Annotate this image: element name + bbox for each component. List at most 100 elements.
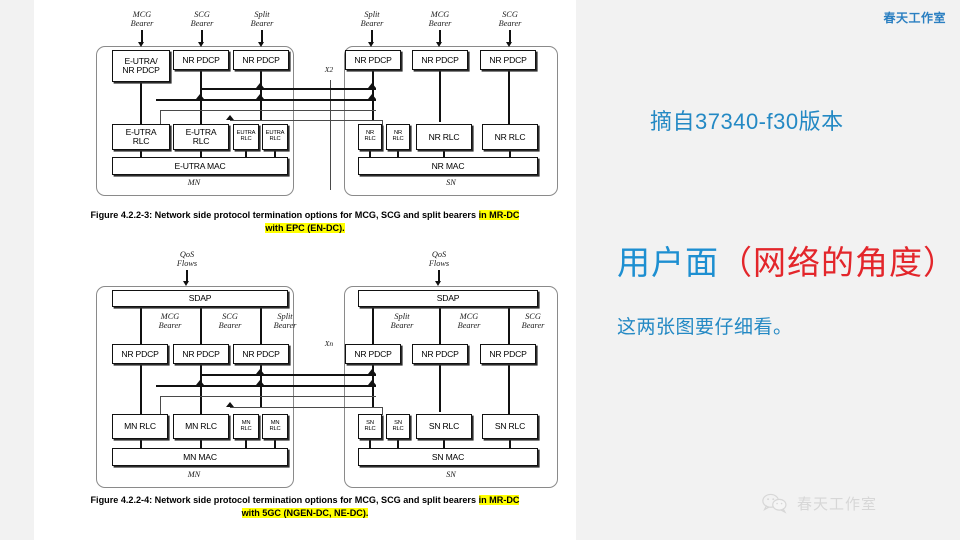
fig2-merge-arrow [226,402,234,407]
fig1-split-link [382,120,384,130]
fig1-arrow-head [138,42,144,47]
figure2-caption-highlight-1: in MR-DC [478,495,520,505]
fig2-link [397,439,399,448]
fig2-link [369,439,371,448]
figure1-caption-text: Figure 4.2.2-3: Network side protocol te… [90,210,479,220]
figure-4-2-2-4: QoS Flows QoS Flows Xn SDAP SDAP [34,244,576,540]
fig1-sn-pdcp-1: NR PDCP [412,50,468,70]
fig2-link [200,307,202,345]
fig1-mn-bearer-label-2: Split Bearer [250,10,274,29]
page-title-emphasis: （网络的角度） [719,244,957,281]
fig1-link [140,150,142,158]
fig2-mn-pdcp-0: NR PDCP [112,344,168,364]
fig1-link [200,150,202,158]
fig1-mn-pdcp-1: NR PDCP [173,50,229,70]
fig1-merge-arrow [256,83,264,88]
fig2-sn-mac: SN MAC [358,448,538,466]
fig1-link [508,70,510,124]
fig1-sn-bearer-label-2: SCG Bearer [498,10,522,29]
fig1-arrow-line [439,30,441,44]
watermark-text: 春天工作室 [797,495,878,513]
fig1-arrow-head [198,42,204,47]
fig1-sn-rlc-1: NR RLC [386,124,410,150]
fig1-sn-label: SN [446,178,456,187]
fig1-arrow-head [436,42,442,47]
figure1-caption-highlight-1: in MR-DC [478,210,520,220]
fig1-sn-pdcp-2: NR PDCP [480,50,536,70]
fig2-arrow-head [435,281,441,286]
fig1-split-link [160,110,162,126]
watermark: 春天工作室 [762,492,877,514]
fig1-mn-rlc-2: EUTRA RLC [233,124,259,150]
fig1-link [369,150,371,158]
fig1-split-link [230,120,382,122]
fig2-sn-pdcp-1: NR PDCP [412,344,468,364]
figure-4-2-2-3: MCG Bearer SCG Bearer Split Bearer Split… [34,0,576,244]
fig2-sn-rlc-1: SN RLC [386,414,410,439]
fig1-arrow-head [258,42,264,47]
fig1-mn-pdcp-2: NR PDCP [233,50,289,70]
fig1-sn-pdcp-0: NR PDCP [345,50,401,70]
fig1-mn-bearer-label-0: MCG Bearer [130,10,154,29]
source-reference-text: 摘自37340-f30版本 [650,109,844,134]
fig1-sn-rlc-0: NR RLC [358,124,382,150]
fig2-merge-arrow [256,369,264,374]
fig1-link [140,82,142,124]
fig2-link [260,307,262,345]
fig2-link [509,439,511,448]
fig2-link [140,364,142,414]
fig2-arrow-line [186,270,188,283]
fig1-merge-arrow [196,94,204,99]
fig2-sn-bearer-label-0: Split Bearer [390,312,414,331]
fig2-sn-node-group [344,286,558,488]
fig1-link [439,70,441,122]
fig1-link [397,150,399,158]
fig1-mn-rlc-0: E-UTRA RLC [112,124,170,150]
fig2-sn-qos-label: QoS Flows [428,250,450,269]
fig2-sn-pdcp-0: NR PDCP [345,344,401,364]
fig1-sn-rlc-3: NR RLC [482,124,538,150]
figure2-caption-text: Figure 4.2.2-4: Network side protocol te… [90,495,479,505]
fig2-split-link [160,396,376,398]
fig1-sn-rlc-2: NR RLC [416,124,472,150]
figure-panel: MCG Bearer SCG Bearer Split Bearer Split… [34,0,576,540]
fig1-mn-bearer-label-1: SCG Bearer [190,10,214,29]
fig2-mn-rlc-3: MN RLC [262,414,288,439]
fig2-mn-mac: MN MAC [112,448,288,466]
fig1-sn-mac: NR MAC [358,157,538,175]
page-title-main: 用户面 [617,244,719,281]
fig2-arrow-line [438,270,440,283]
fig2-mn-node-group [96,286,294,488]
fig2-mn-bearer-label-0: MCG Bearer [158,312,182,331]
fig2-mn-label: MN [187,470,201,479]
fig2-split-link [200,374,376,376]
fig2-sn-label: SN [446,470,456,479]
fig2-link [372,307,374,345]
fig2-mn-bearer-label-1: SCG Bearer [218,312,242,331]
figure2-caption-highlight-2: with 5GC (NGEN-DC, NE-DC). [241,508,369,519]
fig1-sn-bearer-label-1: MCG Bearer [428,10,452,29]
fig1-split-link [200,88,376,90]
fig2-xn-interface-label: Xn [324,339,334,348]
fig1-mn-rlc-3: EUTRA RLC [262,124,288,150]
fig2-split-link [230,407,382,409]
fig2-split-link [382,407,384,415]
fig1-link [509,150,511,158]
fig2-link [274,439,276,448]
figure2-caption: Figure 4.2.2-4: Network side protocol te… [40,494,570,520]
fig2-link [140,307,142,345]
fig1-arrow-line [371,30,373,44]
fig2-link [140,439,142,448]
fig1-mn-pdcp-0: E-UTRA/ NR PDCP [112,50,170,82]
fig1-arrow-line [261,30,263,44]
fig2-mn-bearer-label-2: Split Bearer [273,312,297,331]
fig2-link [508,364,510,414]
fig1-arrow-line [201,30,203,44]
fig1-arrow-head [506,42,512,47]
figure1-caption-highlight-2: with EPC (EN-DC). [265,223,345,234]
fig1-merge-arrow [368,94,376,99]
fig1-x2-interface-label: X2 [324,65,334,74]
fig1-link [443,150,445,158]
fig2-merge-arrow [196,380,204,385]
fig1-arrow-line [141,30,143,44]
